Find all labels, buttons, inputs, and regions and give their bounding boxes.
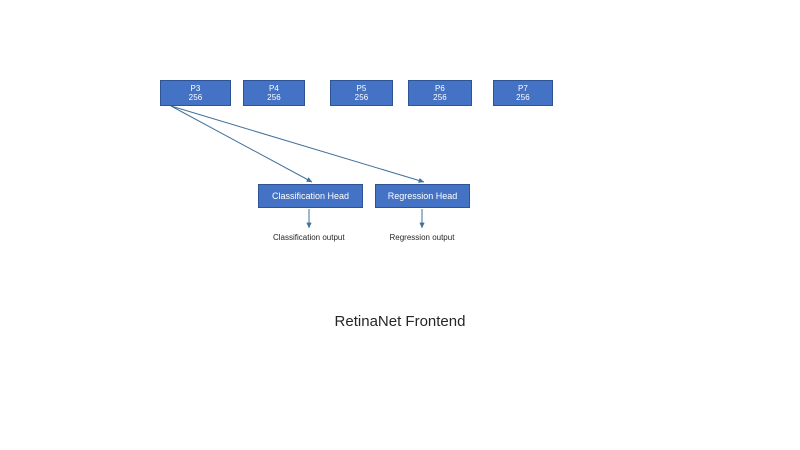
page-title: RetinaNet Frontend (334, 313, 466, 330)
head-node-regression-head[interactable]: Regression Head (375, 184, 470, 208)
fpn-node-channels: 256 (188, 93, 203, 102)
fpn-node-channels: 256 (433, 93, 447, 102)
fpn-node-name: P3 (190, 83, 201, 93)
fpn-node-channels: 256 (516, 93, 530, 102)
fpn-node-name: P4 (269, 83, 279, 93)
fpn-node-name: P7 (518, 83, 528, 93)
fpn-node-channels: 256 (354, 93, 369, 102)
arrow-p3-to-classification-head (170, 105, 313, 183)
head-node-classification-head[interactable]: Classification Head (258, 184, 363, 208)
output-label-regression-output: Regression output (389, 233, 455, 242)
arrow-p3-to-regression-head (170, 105, 425, 183)
fpn-node-channels: 256 (267, 93, 281, 102)
output-label-classification-output: Classification output (273, 233, 345, 242)
fpn-node-name: P5 (356, 83, 367, 93)
fpn-node-name: P6 (435, 83, 445, 93)
